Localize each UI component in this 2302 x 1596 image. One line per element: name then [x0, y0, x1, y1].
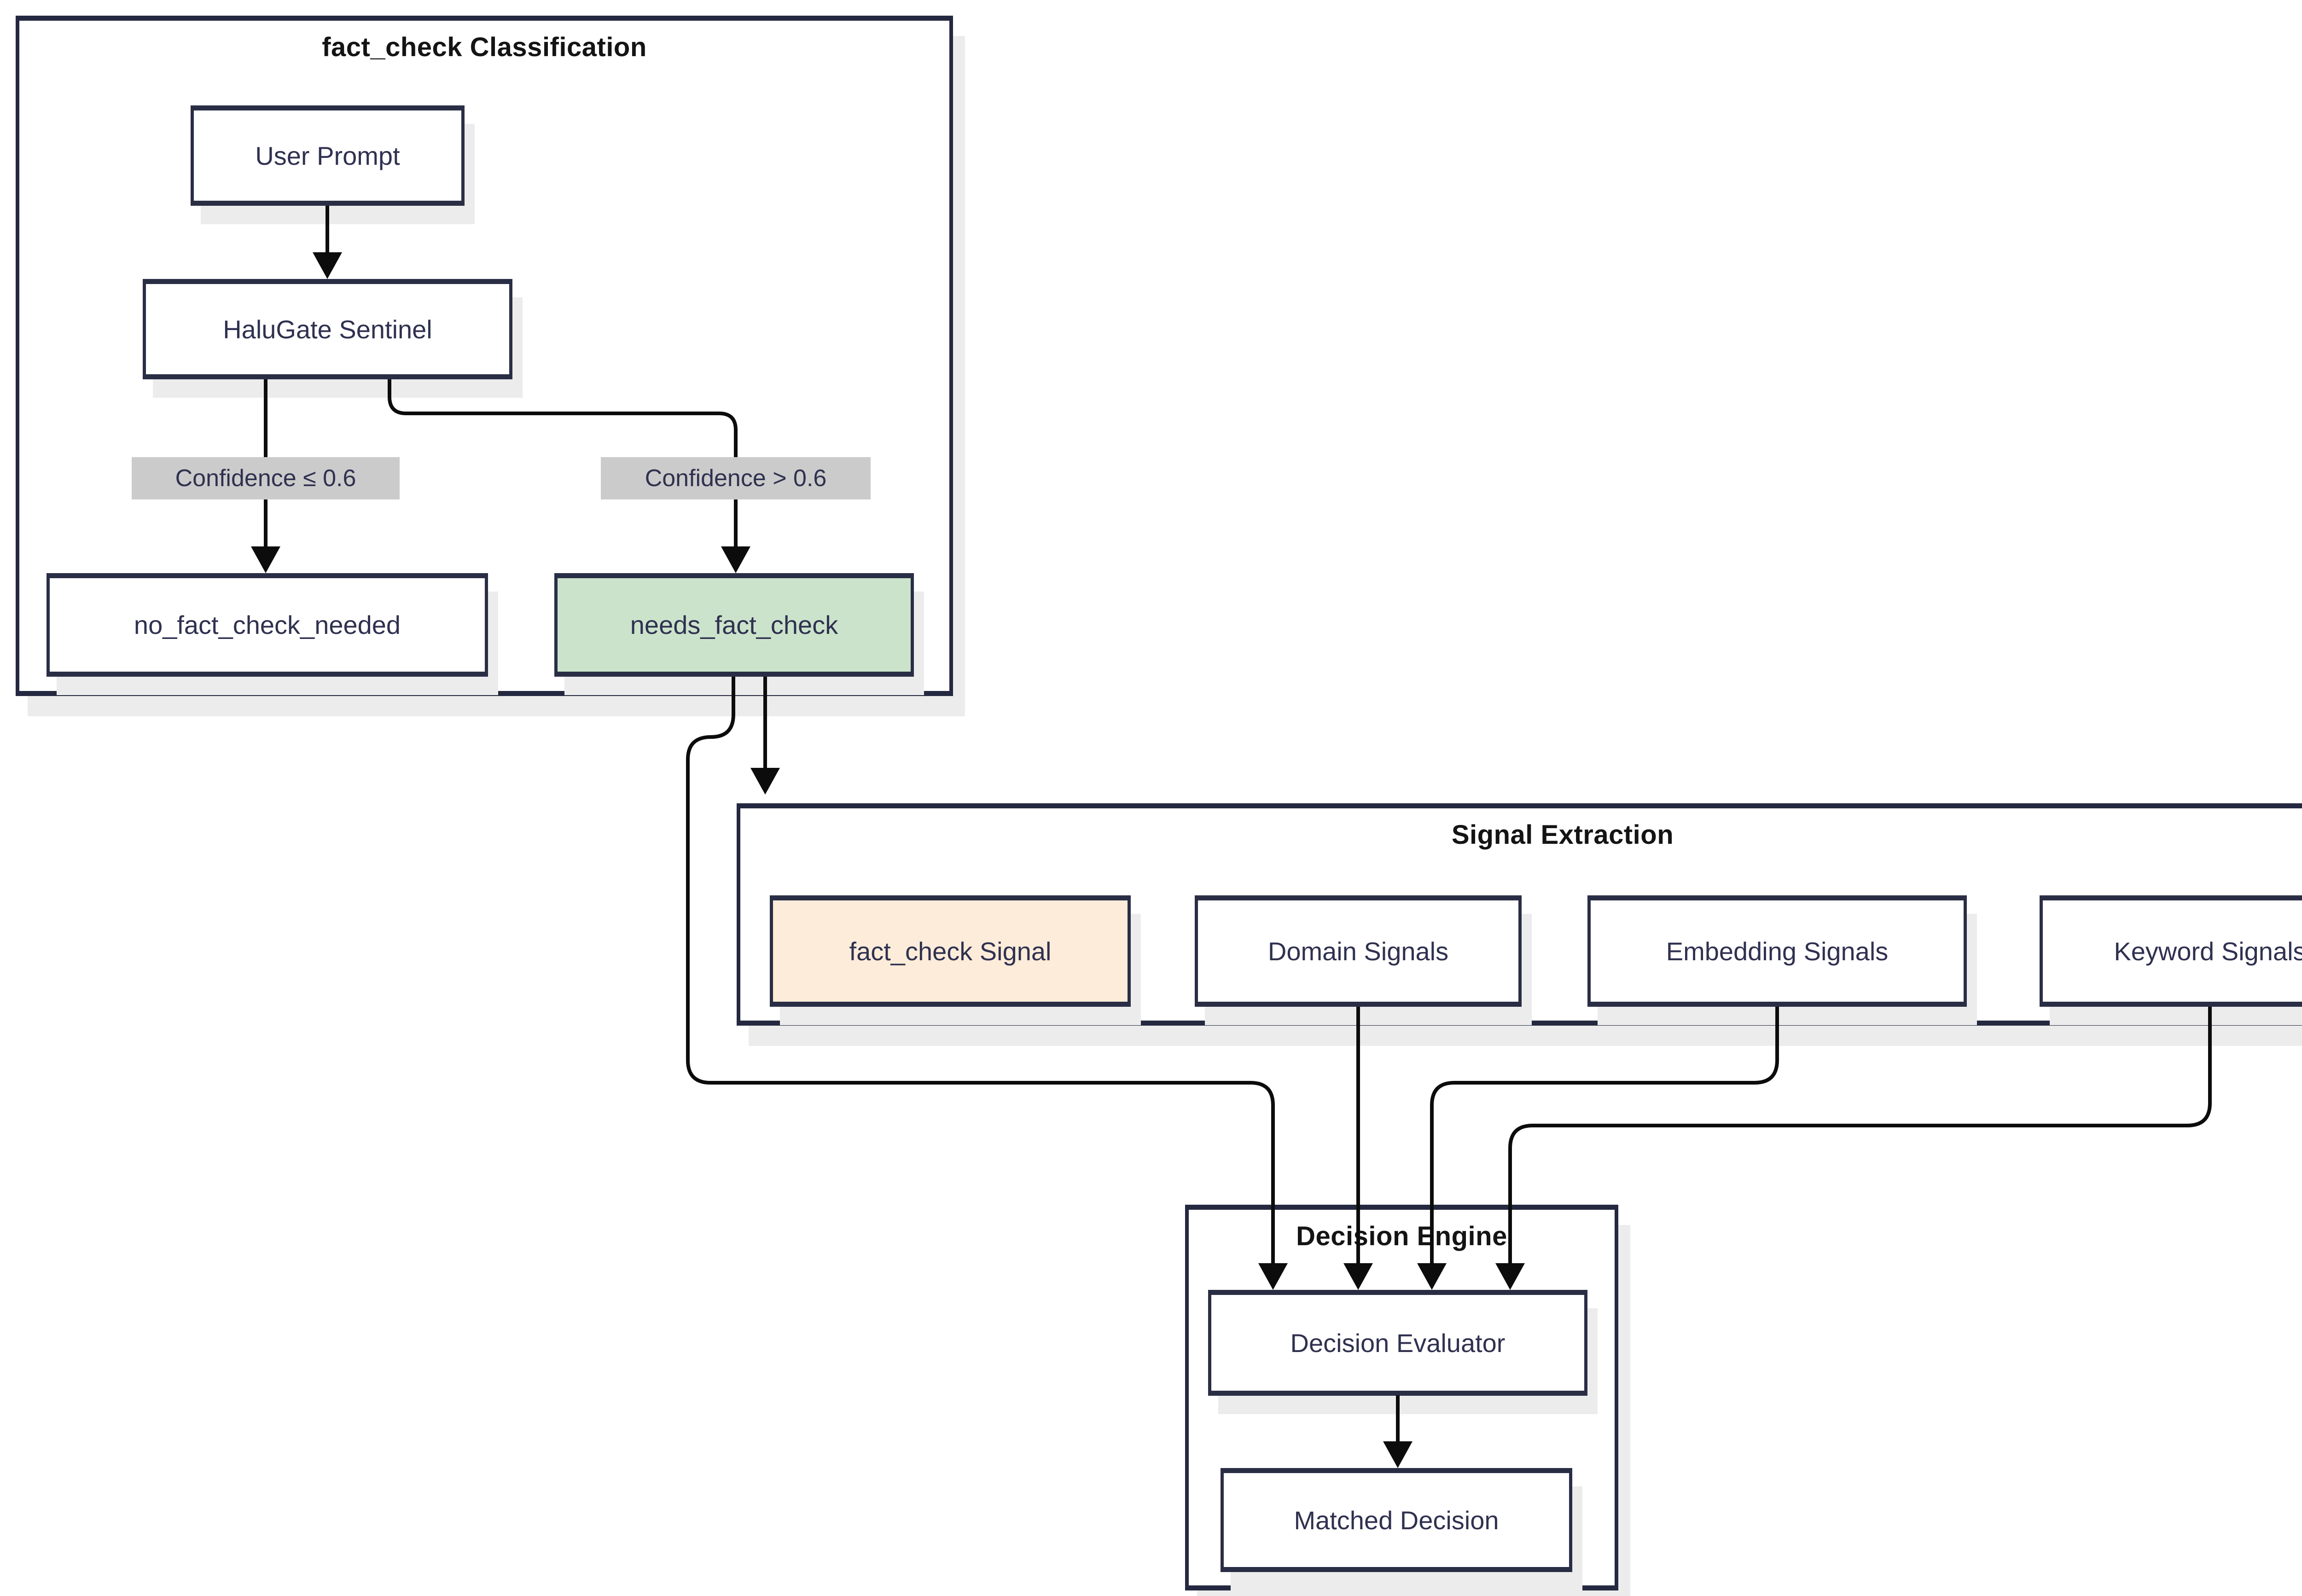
- node-label: Domain Signals: [1267, 936, 1449, 966]
- node-decision-evaluator: Decision Evaluator: [1208, 1290, 1587, 1396]
- node-domain-signals: Domain Signals: [1195, 895, 1522, 1007]
- node-needs-fact-check: needs_fact_check: [554, 573, 914, 677]
- node-no-fact-check-needed: no_fact_check_needed: [47, 573, 488, 677]
- subgraph-title-fact-check-classification: fact_check Classification: [322, 32, 647, 62]
- subgraph-title-decision-engine: Decision Engine: [1296, 1221, 1507, 1251]
- subgraph-title-signal-extraction: Signal Extraction: [1451, 820, 1674, 850]
- node-matched-decision: Matched Decision: [1221, 1468, 1572, 1572]
- node-label: Decision Evaluator: [1290, 1328, 1506, 1358]
- node-keyword-signals: Keyword Signals: [2040, 895, 2302, 1007]
- edge-label-confidence-le: Confidence ≤ 0.6: [132, 457, 400, 499]
- node-label: Embedding Signals: [1666, 936, 1889, 966]
- node-label: Keyword Signals: [2114, 936, 2302, 966]
- node-label: Matched Decision: [1294, 1505, 1499, 1535]
- node-fact-check-signal: fact_check Signal: [770, 895, 1131, 1007]
- node-embedding-signals: Embedding Signals: [1587, 895, 1967, 1007]
- node-label: User Prompt: [255, 141, 400, 170]
- node-label: needs_fact_check: [630, 610, 838, 639]
- node-user-prompt: User Prompt: [191, 105, 465, 206]
- node-label: HaluGate Sentinel: [223, 314, 432, 344]
- node-label: fact_check Signal: [849, 936, 1052, 966]
- node-halugate-sentinel: HaluGate Sentinel: [143, 279, 512, 379]
- node-label: no_fact_check_needed: [134, 610, 401, 639]
- edge-label-confidence-gt: Confidence > 0.6: [601, 457, 871, 499]
